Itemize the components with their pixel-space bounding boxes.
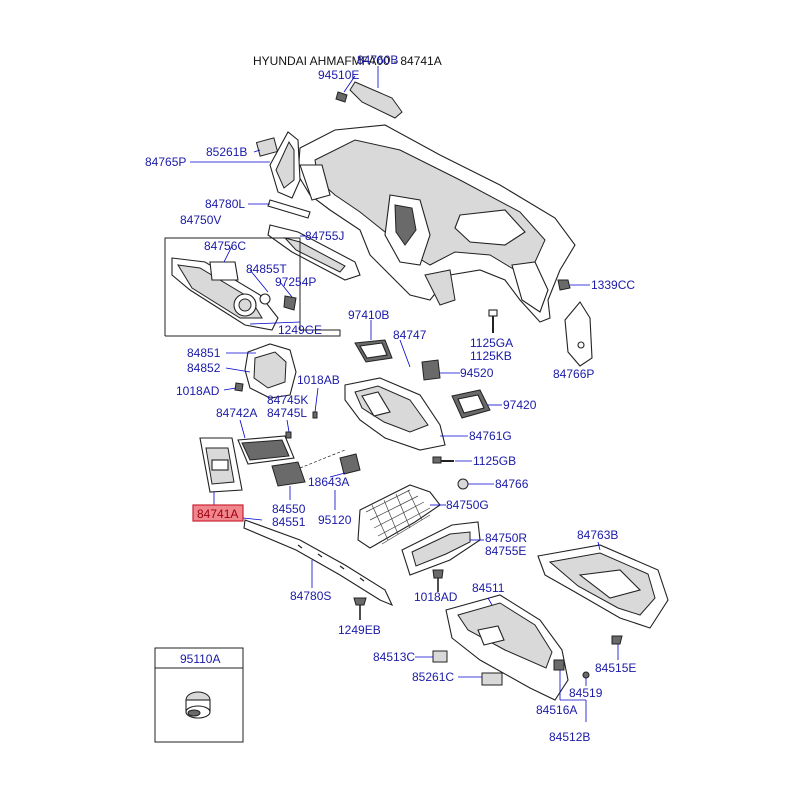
label-84515e[interactable]: 84515E [595, 661, 636, 675]
end-panel-84766p [564, 301, 593, 367]
label-84512b[interactable]: 84512B [549, 730, 590, 744]
module-84550 [271, 449, 346, 500]
center-fascia-84761g [344, 377, 468, 451]
label-1018ad-bottom[interactable]: 1018AD [414, 590, 458, 604]
inset-box-95110a [154, 647, 244, 743]
defroster-grille-part [335, 66, 403, 119]
stopper-84515e [611, 635, 623, 660]
label-84516a[interactable]: 84516A [536, 703, 577, 717]
label-84511[interactable]: 84511 [472, 581, 505, 595]
label-85261b[interactable]: 85261B [206, 145, 247, 159]
label-84760b[interactable]: 84760B [357, 53, 398, 67]
label-97410b[interactable]: 97410B [348, 308, 389, 322]
label-84851[interactable]: 84851 [187, 346, 221, 360]
label-94520[interactable]: 94520 [460, 366, 494, 380]
crash-pad-main-body [297, 124, 576, 323]
label-97420[interactable]: 97420 [503, 398, 537, 412]
glove-box-housing-84763b [537, 541, 669, 629]
label-1249ge[interactable]: 1249GE [278, 323, 322, 337]
air-vent-97420 [451, 389, 502, 419]
lower-panel-assembly [171, 245, 301, 331]
bolt-1339cc [557, 279, 590, 291]
label-1125gb[interactable]: 1125GB [473, 454, 516, 468]
label-95120[interactable]: 95120 [318, 513, 352, 527]
label-84855t[interactable]: 84855T [246, 262, 287, 276]
label-84852[interactable]: 84852 [187, 361, 221, 375]
label-84551[interactable]: 84551 [272, 515, 306, 529]
clip-84745k [285, 431, 292, 439]
long-strip-84780s [243, 519, 394, 607]
sensor-95110a [185, 691, 211, 719]
screw-1018ab [312, 411, 318, 419]
label-84756c[interactable]: 84756C [204, 239, 246, 253]
label-84750r[interactable]: 84750R [485, 531, 527, 545]
diagram-title: HYUNDAI AHMAFMFA00 - 84741A [253, 54, 442, 68]
clip-84766 [457, 478, 494, 490]
label-84750g[interactable]: 84750G [446, 498, 489, 512]
label-84765p[interactable]: 84765P [145, 155, 186, 169]
air-vent-97410b [354, 320, 411, 368]
label-97254p[interactable]: 97254P [275, 275, 316, 289]
trim-strip-84780l [248, 199, 311, 219]
label-1018ad-left[interactable]: 1018AD [176, 384, 220, 398]
label-84519[interactable]: 84519 [569, 686, 603, 700]
cup-holder-84742a [237, 435, 295, 465]
side-cover-part [190, 131, 301, 199]
lower-trim-84750r [401, 521, 484, 576]
label-84766[interactable]: 84766 [495, 477, 529, 491]
screw-1018ad-bottom [432, 569, 444, 592]
label-1018ab[interactable]: 1018AB [297, 373, 340, 387]
column-shroud-part [223, 343, 297, 399]
label-95110a[interactable]: 95110A [180, 652, 220, 666]
pad-85261c [481, 672, 503, 686]
label-84750v[interactable]: 84750V [180, 213, 221, 227]
lower-grille-84750g [357, 484, 446, 549]
label-84747[interactable]: 84747 [393, 328, 427, 342]
label-1249eb[interactable]: 1249EB [338, 623, 381, 637]
bolt-1125gb [432, 456, 472, 464]
label-84755j[interactable]: 84755J [305, 229, 344, 243]
label-1125ga[interactable]: 1125GA [470, 336, 513, 350]
label-84761g[interactable]: 84761G [469, 429, 512, 443]
label-84550[interactable]: 84550 [272, 502, 306, 516]
label-1339cc[interactable]: 1339CC [591, 278, 635, 292]
label-84745l[interactable]: 84745L [267, 406, 307, 420]
label-18643a[interactable]: 18643A [308, 475, 349, 489]
highlight-84741a-box[interactable] [192, 504, 244, 522]
bolt-1125ga [488, 309, 498, 333]
label-84755e[interactable]: 84755E [485, 544, 526, 558]
center-panel-84741a [199, 437, 243, 493]
screw-1249eb [353, 597, 367, 620]
label-84741a[interactable]: 84741A [197, 507, 238, 521]
label-84780l[interactable]: 84780L [205, 197, 245, 211]
label-1125kb[interactable]: 1125KB [470, 349, 512, 363]
label-84745k[interactable]: 84745K [267, 393, 308, 407]
label-94510e[interactable]: 94510E [318, 68, 359, 82]
label-85261c[interactable]: 85261C [412, 670, 454, 684]
label-84742a[interactable]: 84742A [216, 406, 257, 420]
pad-84513c [432, 650, 448, 663]
assembly-frame-84750v [164, 237, 341, 337]
latch-84519 [553, 659, 590, 722]
switch-18643a [329, 453, 361, 510]
switch-94520 [421, 359, 460, 381]
label-84780s[interactable]: 84780S [290, 589, 331, 603]
label-84763b[interactable]: 84763B [577, 528, 618, 542]
label-84513c[interactable]: 84513C [373, 650, 415, 664]
glove-box-84511 [445, 594, 569, 701]
label-84766p[interactable]: 84766P [553, 367, 594, 381]
